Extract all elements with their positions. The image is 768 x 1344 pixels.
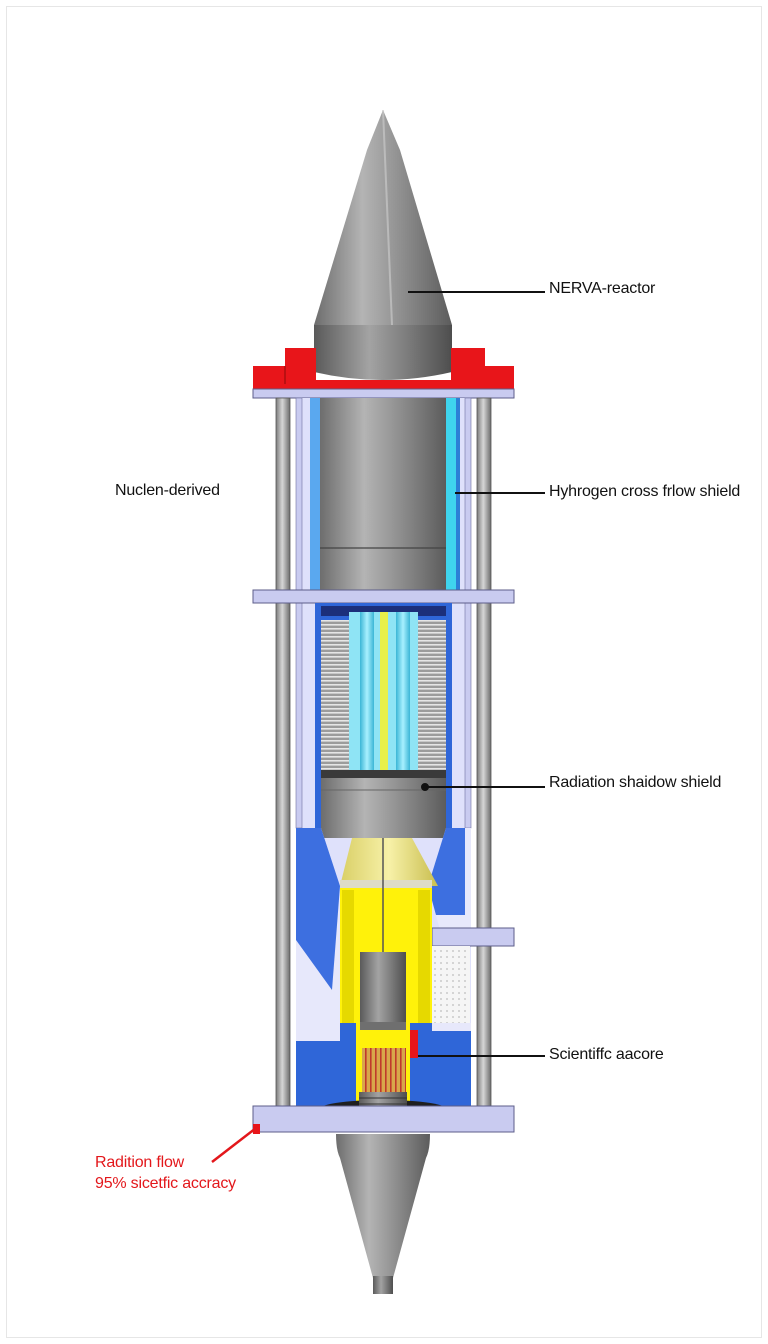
- label-nuclen-derived: Nuclen-derived: [115, 482, 220, 499]
- label-radiation-flow: Radition flow: [95, 1154, 185, 1171]
- red-flange: [253, 348, 514, 390]
- bottom-nozzle-cone: [336, 1134, 430, 1294]
- top-nose-cone: [314, 109, 452, 380]
- label-radiation-shadow-shield: Radiation shaidow shield: [549, 774, 722, 791]
- leader-lines: [408, 291, 545, 1057]
- radiation-flow-leader: [211, 1127, 257, 1163]
- label-scientific-core: Scientiffc aacore: [549, 1046, 664, 1063]
- bottom-plate: [252, 1105, 515, 1133]
- top-plate: [252, 388, 515, 399]
- middle-plate: [252, 589, 515, 604]
- scientific-core-section: [296, 1023, 471, 1120]
- label-accuracy: 95% sicetfic accracy: [95, 1175, 236, 1192]
- label-nerva-reactor: NERVA-reactor: [549, 280, 656, 297]
- upper-reactor-cylinder: [320, 398, 446, 590]
- yellow-nozzle-section: [340, 838, 438, 1048]
- lower-housing-funnel: [296, 828, 515, 1024]
- label-hydrogen-shield: Hyhrogen cross frlow shield: [549, 483, 741, 500]
